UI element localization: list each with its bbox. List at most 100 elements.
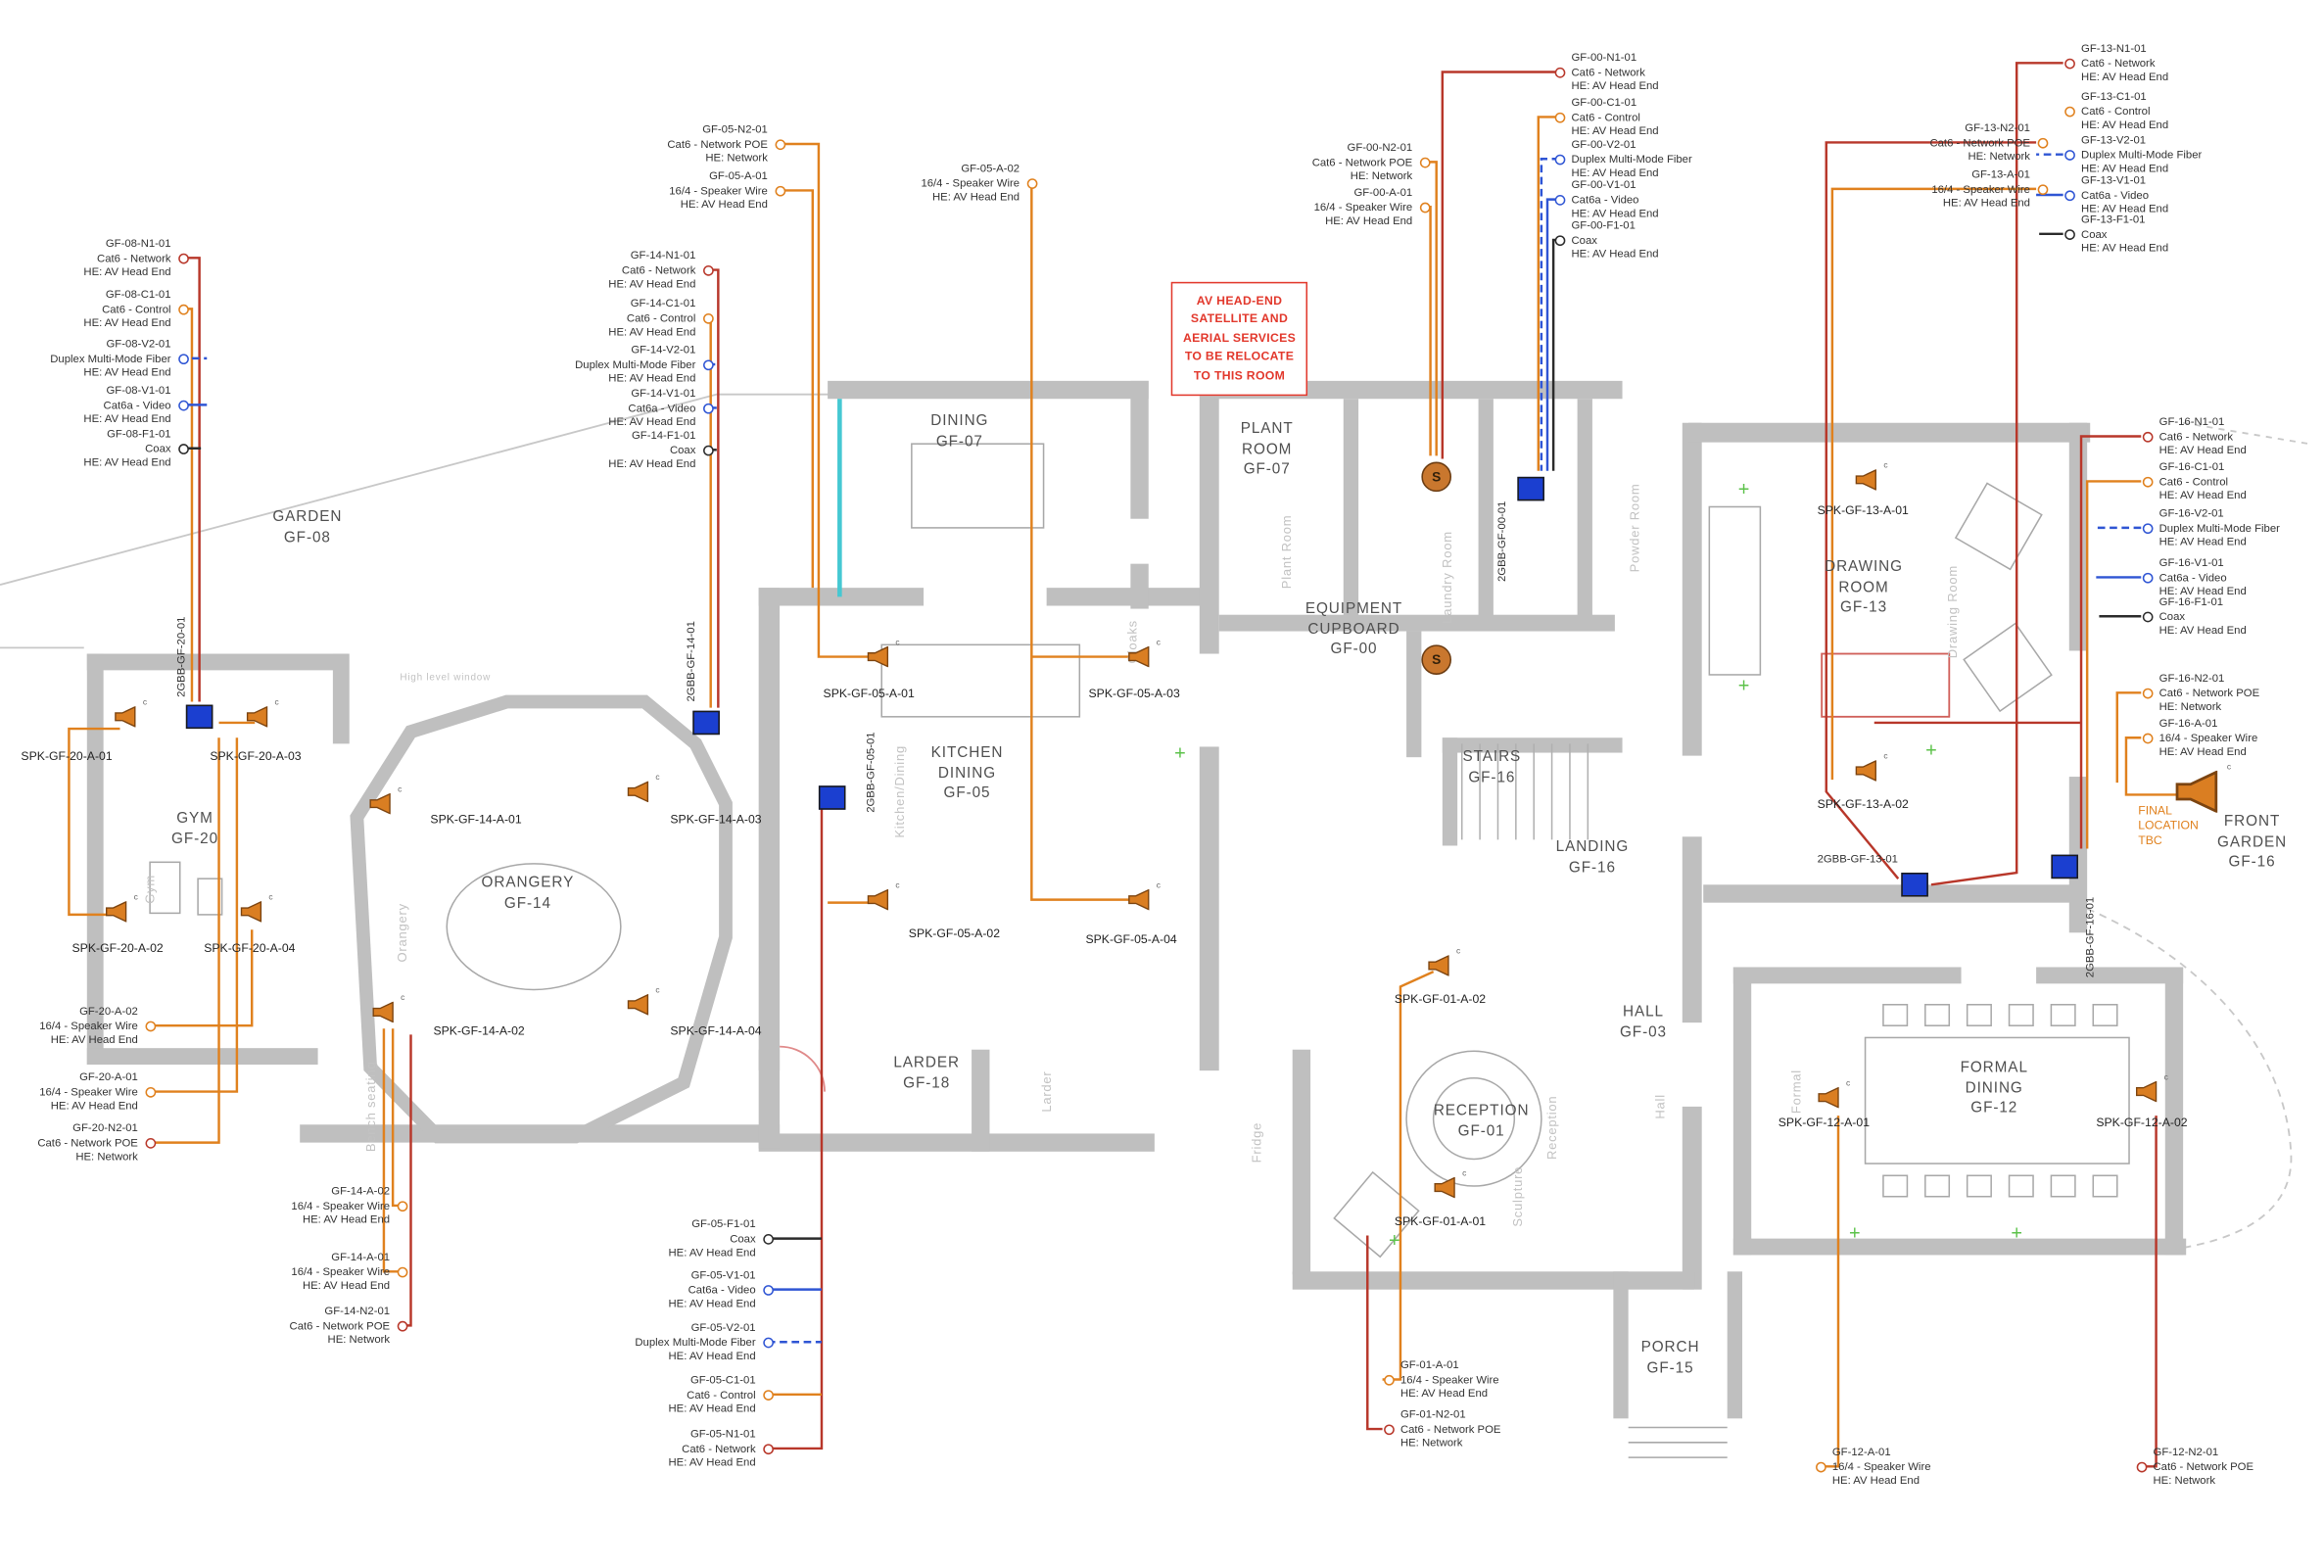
speaker-tag: c — [142, 698, 148, 708]
furniture — [149, 443, 2130, 1458]
cable-terminal — [762, 1284, 774, 1296]
cable-terminal — [177, 252, 189, 263]
cable-terminal — [2036, 183, 2048, 195]
speaker-tag: c — [1846, 1079, 1851, 1089]
cable-terminal — [702, 312, 713, 323]
cable-terminal — [396, 1200, 407, 1212]
speaker-icon: c — [114, 698, 147, 735]
cable-terminal — [1815, 1460, 1826, 1472]
speaker-tag: c — [274, 698, 279, 708]
cable-terminal — [2063, 189, 2075, 201]
satellite-marker: S — [1421, 644, 1452, 675]
speaker-label: SPK-GF-05-A-01 — [823, 687, 915, 700]
cable-terminal — [2142, 476, 2153, 487]
garden-boundary — [0, 393, 2309, 1255]
satellite-marker: S — [1421, 461, 1452, 493]
cable-terminal — [396, 1265, 407, 1277]
cable-terminal — [702, 444, 713, 455]
speaker-tag: c — [655, 986, 660, 996]
cable-terminal — [1419, 201, 1430, 213]
speaker-tag: c — [398, 785, 403, 795]
cable-terminal — [1553, 112, 1565, 122]
speaker-icon: c — [369, 785, 402, 822]
speaker-icon: c — [2135, 1073, 2168, 1110]
network-box — [2051, 854, 2078, 879]
area-label: Powder Room — [1627, 483, 1642, 573]
network-box-label: 2GBB-GF-14-01 — [684, 621, 697, 702]
speaker-tag: c — [1156, 639, 1161, 648]
network-box — [818, 785, 846, 810]
speaker-icon: c — [105, 893, 138, 929]
cable-terminal — [2063, 57, 2075, 69]
cable-terminal — [177, 304, 189, 314]
plant-marker: + — [1389, 1228, 1400, 1252]
cable-terminal — [762, 1336, 774, 1348]
cable-terminal — [1025, 177, 1037, 189]
cable-terminal — [1553, 67, 1565, 77]
cable-terminal — [762, 1443, 774, 1454]
speaker-label: SPK-GF-14-A-03 — [670, 812, 762, 827]
cable-terminal — [1383, 1374, 1395, 1385]
cable-terminal — [1553, 234, 1565, 246]
speaker-tag: c — [2226, 763, 2232, 773]
area-label: High level window — [400, 672, 492, 684]
speaker-label: SPK-GF-05-A-04 — [1085, 932, 1177, 947]
speaker-tag: c — [133, 893, 138, 903]
area-label: Hall — [1652, 1094, 1668, 1119]
speaker-icon: c — [1428, 948, 1460, 983]
plant-marker: + — [1737, 477, 1750, 500]
speaker-tag: c — [401, 994, 405, 1004]
plant-marker: + — [1737, 674, 1750, 697]
area-label: Drawing Room — [1944, 565, 1961, 659]
cable-terminal — [144, 1020, 156, 1031]
network-box-label: 2GBB-GF-00-01 — [1494, 500, 1509, 583]
cable-terminal — [702, 403, 713, 413]
plant-marker: + — [1174, 741, 1186, 765]
speaker-label: SPK-GF-05-A-03 — [1088, 687, 1180, 700]
speaker-label: SPK-GF-01-A-02 — [1394, 992, 1487, 1007]
cable-terminal — [762, 1233, 774, 1244]
area-label: Fridge — [1249, 1121, 1264, 1164]
area-label: Sculpture — [1509, 1165, 1526, 1227]
speaker-icon: c — [1818, 1079, 1850, 1116]
cable-terminal — [2063, 105, 2075, 117]
network-box-label: 2GBB-GF-05-01 — [863, 732, 877, 813]
speaker-label: SPK-GF-12-A-01 — [1778, 1116, 1871, 1129]
plant-marker: + — [1925, 738, 1937, 761]
speaker-tag: c — [1455, 947, 1461, 957]
red-accents — [780, 652, 1951, 1092]
area-label: Reception — [1543, 1095, 1560, 1161]
plant-marker: + — [2011, 1220, 2023, 1244]
